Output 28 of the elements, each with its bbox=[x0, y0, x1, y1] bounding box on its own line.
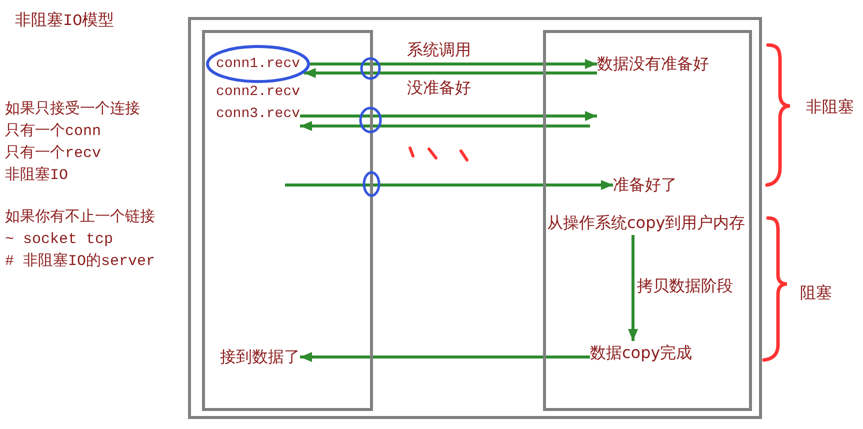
note-text: 只有一个conn bbox=[5, 122, 102, 142]
circled-text: conn1.recv bbox=[206, 45, 310, 83]
arrow bbox=[300, 121, 590, 131]
arrow bbox=[300, 352, 590, 362]
arrow bbox=[285, 180, 613, 190]
brace-label: 非阻塞 bbox=[806, 96, 854, 118]
arrow bbox=[304, 68, 597, 78]
arrow bbox=[628, 235, 638, 341]
status-text: 数据copy完成 bbox=[590, 341, 692, 365]
code-text: conn2.recv bbox=[216, 84, 300, 100]
note-text: # 非阻塞IO的server bbox=[5, 251, 156, 272]
arrow bbox=[310, 59, 597, 69]
status-text: 准备好了 bbox=[613, 173, 677, 197]
outer-frame bbox=[188, 17, 762, 419]
note-text: ~ socket tcp bbox=[5, 230, 114, 250]
arrow bbox=[300, 111, 597, 121]
note-text: 只有一个recv bbox=[5, 144, 102, 164]
title: 非阻塞IO模型 bbox=[15, 10, 114, 32]
note-text: 如果你有不止一个链接 bbox=[5, 208, 155, 228]
inner-box bbox=[543, 30, 752, 411]
brace-label: 阻塞 bbox=[800, 282, 832, 304]
status-text: 从操作系统copy到用户内存 bbox=[547, 211, 746, 235]
status-text: 接到数据了 bbox=[220, 345, 300, 369]
code-text: conn3.recv bbox=[216, 100, 300, 128]
note-text: 如果只接受一个连接 bbox=[5, 100, 140, 120]
inner-box bbox=[202, 30, 373, 411]
note-text: 非阻塞IO bbox=[5, 165, 68, 186]
status-text: 数据没有准备好 bbox=[597, 52, 709, 76]
